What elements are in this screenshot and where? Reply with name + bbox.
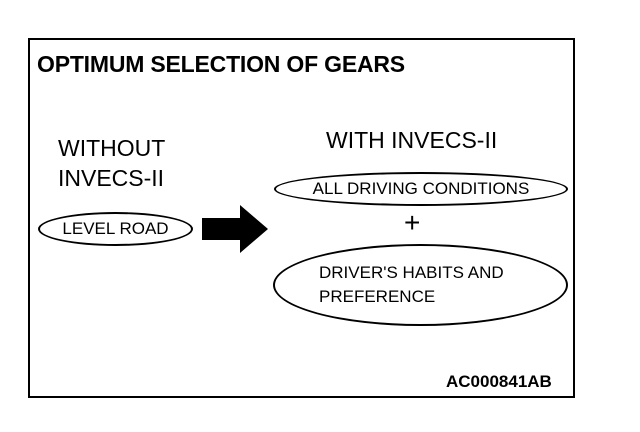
right-arrow-icon — [202, 205, 268, 253]
all-driving-conditions-label: ALL DRIVING CONDITIONS — [312, 179, 530, 198]
plus-sign: + — [404, 207, 421, 238]
without-line-2: INVECS-II — [58, 165, 165, 191]
level-road-oval: LEVEL ROAD — [38, 212, 193, 246]
drivers-habits-text: DRIVER'S HABITS AND PREFERENCE — [319, 261, 539, 309]
drivers-habits-line-2: PREFERENCE — [319, 287, 436, 306]
diagram-frame — [28, 38, 575, 398]
all-driving-conditions-oval: ALL DRIVING CONDITIONS — [274, 172, 568, 206]
figure-code: AC000841AB — [446, 372, 552, 391]
with-invecs-heading: WITH INVECS-II — [326, 127, 498, 153]
without-invecs-label: WITHOUT INVECS-II — [58, 133, 165, 193]
without-line-1: WITHOUT — [58, 135, 166, 161]
diagram-title: OPTIMUM SELECTION OF GEARS — [37, 51, 405, 77]
drivers-habits-line-1: DRIVER'S HABITS AND — [319, 263, 504, 282]
drivers-habits-oval: DRIVER'S HABITS AND PREFERENCE — [273, 244, 568, 326]
level-road-label: LEVEL ROAD — [62, 219, 169, 238]
